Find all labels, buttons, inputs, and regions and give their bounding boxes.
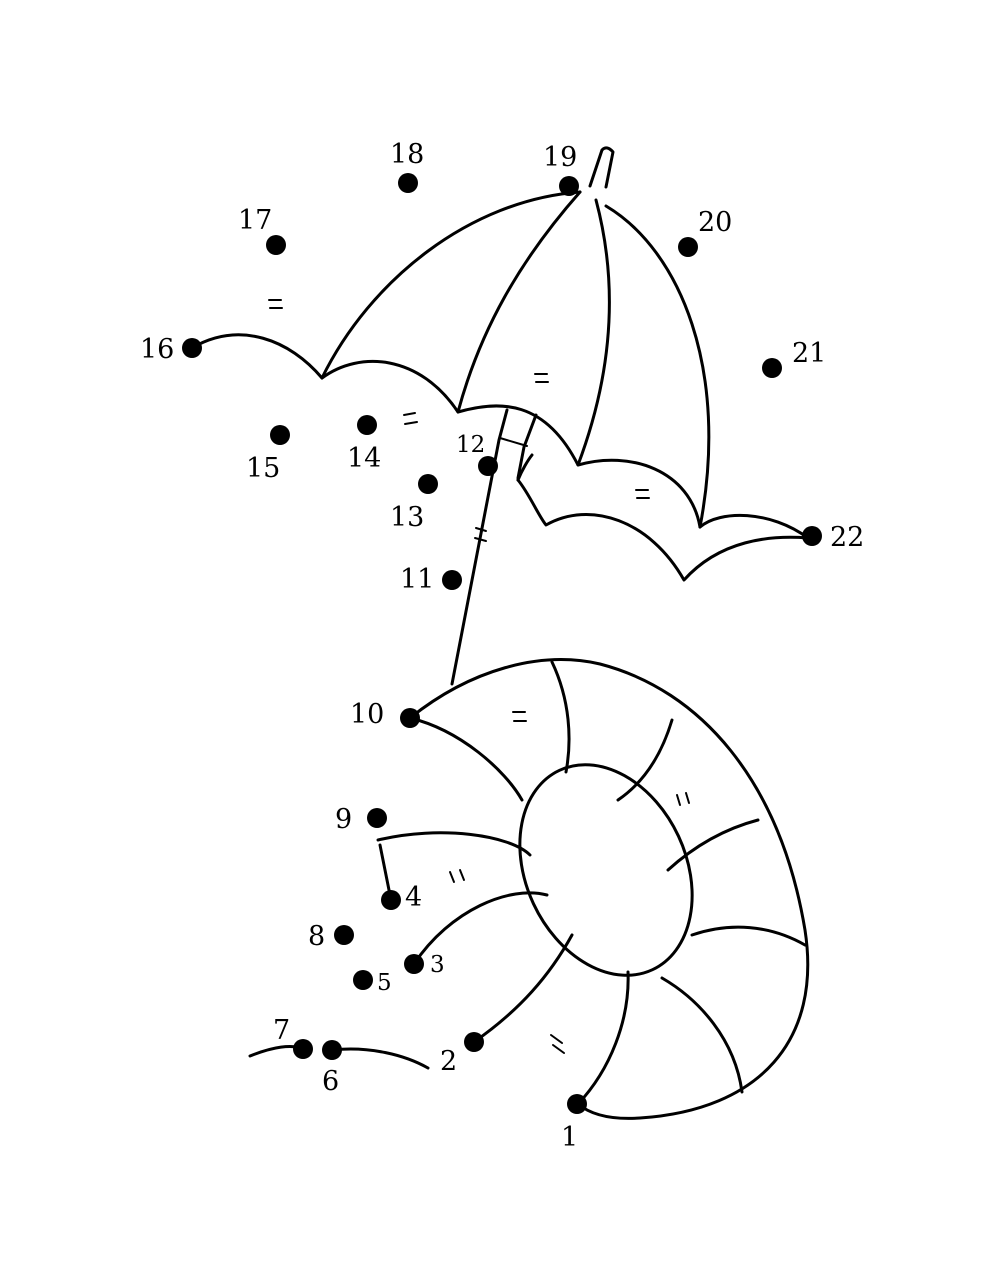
- dot-12: [478, 456, 498, 476]
- umbrella-mid-scallop: [456, 404, 702, 529]
- dot-15: [270, 425, 290, 445]
- dot-1: [567, 1094, 587, 1114]
- umbrella-tip: [588, 146, 615, 189]
- dot-label-19: 19: [543, 142, 577, 173]
- dot-label-20: 20: [698, 207, 732, 238]
- umbrella-rib-1: [456, 190, 582, 414]
- dot-11: [442, 570, 462, 590]
- dot-label-6: 6: [322, 1066, 339, 1097]
- dot-3: [404, 954, 424, 974]
- dot-9: [367, 808, 387, 828]
- dot-6: [322, 1040, 342, 1060]
- ring-stripe-2: [616, 718, 674, 802]
- umbrella-drawing: [190, 146, 810, 686]
- dot-label-9: 9: [335, 804, 352, 835]
- dot-label-22: 22: [830, 522, 864, 553]
- dot-17: [266, 235, 286, 255]
- wave-right: [330, 1047, 430, 1070]
- dot-label-2: 2: [440, 1046, 457, 1077]
- swim-ring-hole: [518, 763, 694, 977]
- swim-ring-arc-top: [408, 716, 524, 802]
- umbrella-lower-flap: [516, 478, 810, 582]
- dot-20: [678, 237, 698, 257]
- dot-14: [357, 415, 377, 435]
- shading-marks: [268, 299, 690, 1054]
- umbrella-pole-right: [516, 413, 538, 480]
- ring-stripe-5: [660, 976, 744, 1094]
- swim-ring-arc-5: [576, 970, 630, 1106]
- umbrella-left-edge: [320, 190, 582, 380]
- dot-21: [762, 358, 782, 378]
- dot-label-5: 5: [377, 970, 392, 996]
- dot-label-17: 17: [238, 205, 272, 236]
- dot-22: [802, 526, 822, 546]
- dot-label-10: 10: [350, 699, 384, 730]
- ring-stripe-4: [690, 925, 807, 947]
- dot-10: [400, 708, 420, 728]
- ring-stripe-3: [666, 818, 760, 872]
- ring-stripe-1: [550, 660, 571, 774]
- dot-13: [418, 474, 438, 494]
- dot-4: [381, 890, 401, 910]
- umbrella-pole-band: [499, 437, 528, 447]
- dot-18: [398, 173, 418, 193]
- dot-label-18: 18: [390, 139, 424, 170]
- dot-label-8: 8: [308, 921, 325, 952]
- dot-2: [464, 1032, 484, 1052]
- dot-label-7: 7: [273, 1015, 290, 1046]
- dot-label-3: 3: [430, 952, 445, 978]
- dot-label-4: 4: [405, 882, 422, 913]
- swim-ring-arc-3: [412, 891, 549, 966]
- dot-5: [353, 970, 373, 990]
- swim-ring-arc-2: [376, 831, 532, 857]
- dot-label-13: 13: [390, 502, 424, 533]
- swim-ring-arc-4: [472, 933, 574, 1044]
- dot-19: [559, 176, 579, 196]
- dot-8: [334, 925, 354, 945]
- dot-label-16: 16: [140, 334, 174, 365]
- umbrella-left-scallop: [190, 333, 460, 414]
- umbrella-right-edge: [604, 204, 711, 529]
- dot-label-14: 14: [347, 443, 381, 474]
- dot-label-12: 12: [456, 432, 485, 458]
- dot-label-21: 21: [792, 338, 826, 369]
- dot-label-15: 15: [246, 453, 280, 484]
- dot-label-11: 11: [400, 564, 434, 595]
- dot-16: [182, 338, 202, 358]
- swim-ring-outer: [408, 658, 810, 1120]
- umbrella-pole-left: [450, 408, 509, 686]
- swim-ring-drawing: [248, 658, 810, 1120]
- umbrella-rib-2: [576, 198, 611, 467]
- dot-7: [293, 1039, 313, 1059]
- dot-label-1: 1: [561, 1122, 578, 1153]
